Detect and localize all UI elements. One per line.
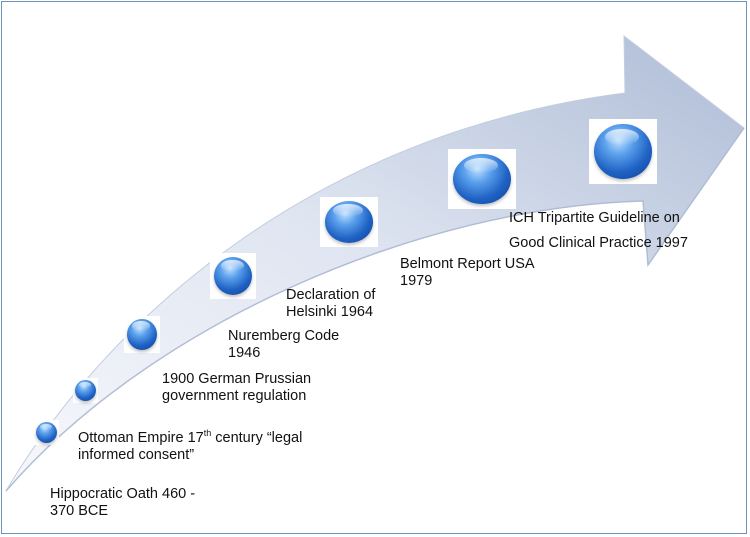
sphere-icon [213,256,253,296]
milestone-node-ich [589,119,657,184]
milestone-node-helsinki [320,197,378,247]
milestone-node-hippocratic [34,420,59,445]
milestone-node-ottoman [73,378,98,403]
sphere-icon [126,318,158,351]
milestone-label-helsinki: Declaration of Helsinki 1964 [286,287,376,320]
sphere-icon [453,153,511,205]
milestone-label-ich: ICH Tripartite Guideline on Good Clinica… [509,210,688,251]
milestone-node-german [124,316,160,353]
milestone-label-belmont: Belmont Report USA 1979 [400,256,535,289]
milestone-label-ottoman: Ottoman Empire 17th century “legal infor… [78,428,303,463]
sphere-icon [594,124,652,179]
sphere-icon [36,422,57,443]
arrow-body [5,34,745,492]
milestone-node-nuremberg [210,253,256,299]
sphere-icon [75,380,96,401]
arrow-shadow-edge [5,127,745,492]
milestone-node-belmont [448,149,516,209]
sphere-icon [324,201,374,243]
milestone-label-german: 1900 German Prussian government regulati… [162,371,312,404]
milestone-label-nuremberg: Nuremberg Code 1946 [228,328,340,361]
milestone-label-hippocratic: Hippocratic Oath 460 - 370 BCE [50,486,196,519]
